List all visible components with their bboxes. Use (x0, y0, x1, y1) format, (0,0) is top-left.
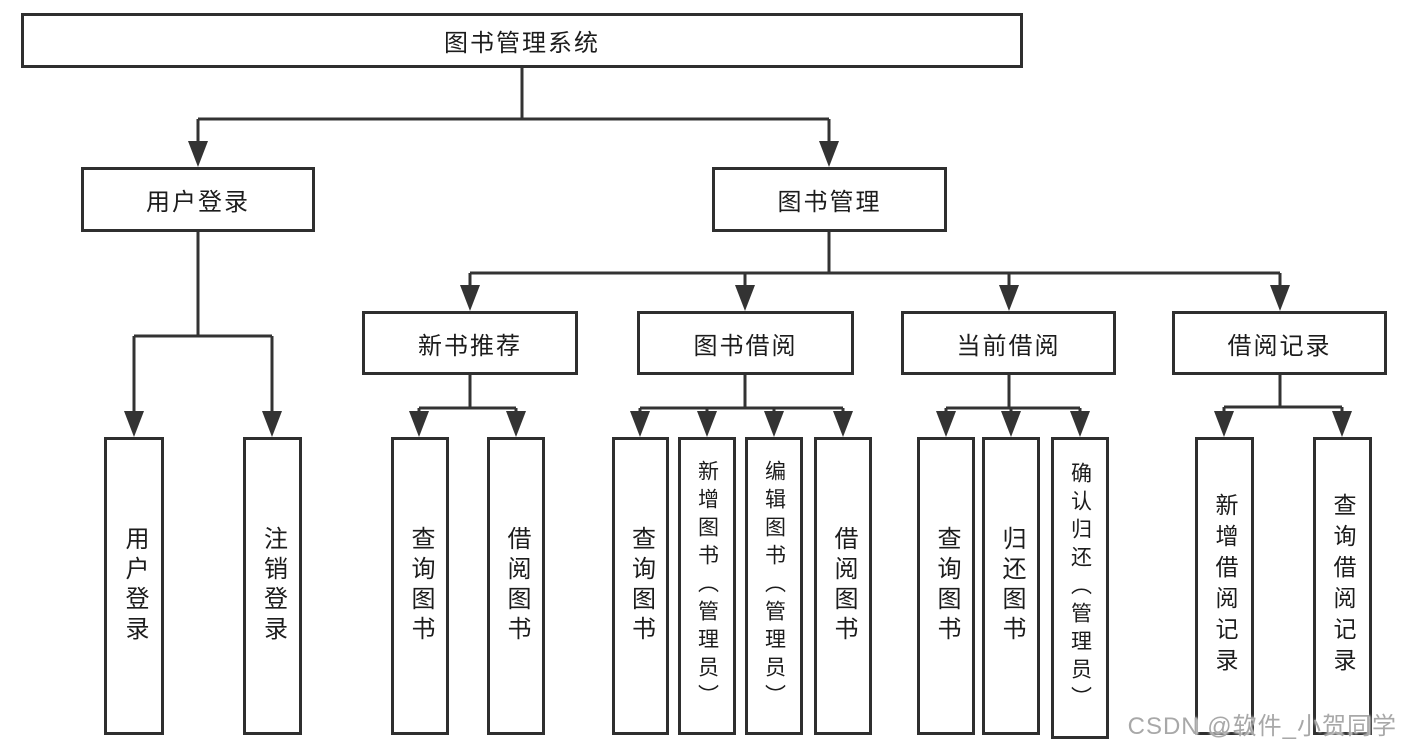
node-leaf-add-books-admin: 新增图书（管理员） (678, 437, 736, 735)
node-current-borrow: 当前借阅 (901, 311, 1116, 375)
node-leaf-edit-books-admin: 编辑图书（管理员） (745, 437, 803, 735)
node-leaf-query-books-borrow: 查询图书 (612, 437, 669, 735)
node-leaf-logout: 注销登录 (243, 437, 302, 735)
node-leaf-query-books-recommend: 查询图书 (391, 437, 449, 735)
node-library-management-system: 图书管理系统 (21, 13, 1023, 68)
node-new-book-recommend: 新书推荐 (362, 311, 578, 375)
node-leaf-user-login: 用户登录 (104, 437, 164, 735)
node-book-borrow: 图书借阅 (637, 311, 854, 375)
arrowhead-group (124, 141, 1352, 437)
node-book-management: 图书管理 (712, 167, 947, 232)
node-user-login: 用户登录 (81, 167, 315, 232)
node-borrow-records: 借阅记录 (1172, 311, 1387, 375)
node-leaf-borrow-books-recommend: 借阅图书 (487, 437, 545, 735)
node-leaf-query-books-current: 查询图书 (917, 437, 975, 735)
node-leaf-query-borrow-record: 查询借阅记录 (1313, 437, 1372, 735)
node-leaf-confirm-return-admin: 确认归还（管理员） (1051, 437, 1109, 739)
node-leaf-borrow-books: 借阅图书 (814, 437, 872, 735)
node-leaf-return-books: 归还图书 (982, 437, 1040, 735)
node-leaf-add-borrow-record: 新增借阅记录 (1195, 437, 1254, 735)
csdn-watermark: CSDN @软件_小贺同学 (1127, 713, 1397, 740)
